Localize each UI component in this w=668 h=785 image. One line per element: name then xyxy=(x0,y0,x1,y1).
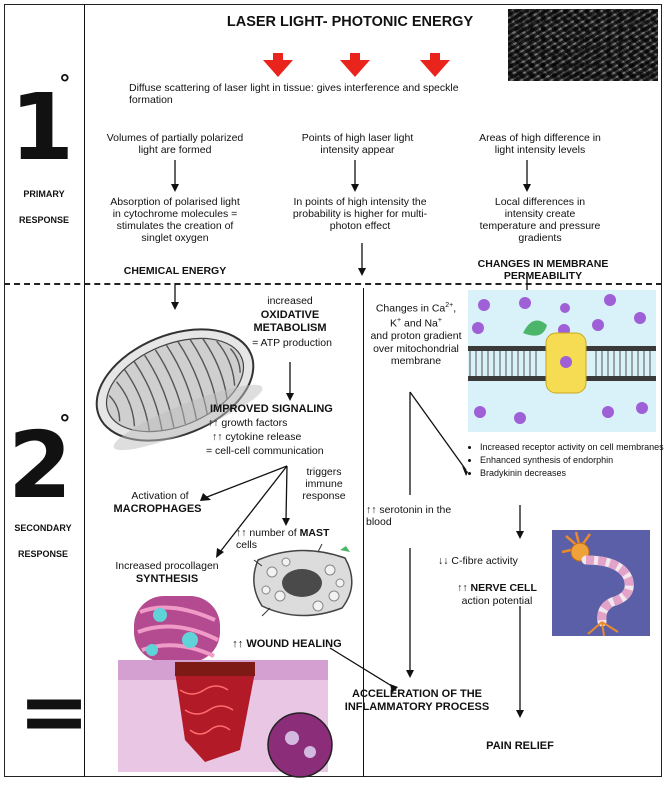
growth-factors-label: ↑↑ growth factors xyxy=(208,417,288,429)
col3-top-text: Areas of high difference in light intens… xyxy=(479,132,601,156)
mast-word: MAST xyxy=(299,527,330,539)
ion-sup1: 2+ xyxy=(445,302,454,309)
primary-label-line1: PRIMARY xyxy=(23,189,65,199)
ion-gradient-text: Changes in Ca2+, K+ and Na+ and proton g… xyxy=(370,302,462,367)
mast-suffix: cells xyxy=(236,539,258,551)
red-arrow-icon xyxy=(263,53,450,77)
collagen-image xyxy=(134,596,220,662)
col2-bottom-text: In points of high intensity the probabil… xyxy=(292,196,428,232)
immune-response-label: triggers immune response xyxy=(302,466,346,502)
plus-sign-k: + xyxy=(397,317,402,324)
col1-bottom-text: Absorption of polarised light in cytochr… xyxy=(110,196,240,244)
membrane-permeability-label: CHANGES IN MEMBRANE PERMEABILITY xyxy=(477,258,609,282)
arrowhead-icon xyxy=(171,184,531,718)
primary-degree: ° xyxy=(60,70,70,97)
activation-label: Activation of xyxy=(131,490,189,502)
serotonin-label: ↑↑ serotonin in the blood xyxy=(366,504,452,528)
col2-top-text: Points of high laser light intensity app… xyxy=(301,132,414,156)
nerve-prefix: ↑↑ xyxy=(457,582,468,594)
primary-label-line2: RESPONSE xyxy=(18,215,69,225)
c-fibre-label: ↓↓ C-fibre activity xyxy=(438,555,518,567)
col1-top-text: Volumes of partially polarized light are… xyxy=(106,132,244,156)
chemical-energy-label: CHEMICAL ENERGY xyxy=(123,265,227,277)
left-column-divider xyxy=(84,4,85,777)
col3-bottom-text: Local differences in intensity create te… xyxy=(479,196,601,244)
procollagen-label: Increased procollagen xyxy=(115,560,219,572)
nerve-cell-label: ↑↑ NERVE CELL action potential xyxy=(442,582,552,608)
inflammatory-process-label: ACCELERATION OF THE INFLAMMATORY PROCESS xyxy=(344,688,490,713)
atp-production-label: = ATP production xyxy=(252,337,332,349)
scattering-text: Diffuse scattering of laser light in tis… xyxy=(129,82,459,106)
nerve-word: NERVE CELL xyxy=(470,582,537,594)
primary-number: 1 xyxy=(10,74,75,181)
secondary-degree: ° xyxy=(60,410,70,437)
ion-rest: and proton gradient over mitochondrial m… xyxy=(370,330,462,367)
receptor-list: Increased receptor activity on cell memb… xyxy=(468,442,668,481)
middle-column-divider xyxy=(363,288,364,777)
equals-sign: = xyxy=(18,662,91,762)
wound-healing-label: ↑↑ WOUND HEALING xyxy=(232,638,342,650)
receptor-item: Enhanced synthesis of endorphin xyxy=(480,455,668,466)
receptor-item: Increased receptor activity on cell memb… xyxy=(480,442,668,453)
ion-na: and Na xyxy=(401,317,438,330)
pain-relief-label: PAIN RELIEF xyxy=(486,740,554,752)
cell-communication-label: = cell-cell communication xyxy=(206,445,324,457)
cytokine-release-label: ↑↑ cytokine release xyxy=(212,431,302,443)
oxidative-metabolism-label: OXIDATIVE METABOLISM xyxy=(253,309,327,334)
page-title: LASER LIGHT- PHOTONIC ENERGY xyxy=(226,14,474,30)
secondary-label-line1: SECONDARY xyxy=(14,523,72,533)
diagram-frame xyxy=(4,4,662,777)
improved-signaling-label: IMPROVED SIGNALING xyxy=(210,403,333,415)
ion-k: K xyxy=(390,317,398,330)
primary-secondary-separator xyxy=(4,283,662,285)
plus-sign-na: + xyxy=(437,317,442,324)
flow-arrows xyxy=(174,160,528,712)
secondary-number: 2 xyxy=(8,412,73,519)
increased-label: increased xyxy=(267,295,313,307)
synthesis-label: SYNTHESIS xyxy=(135,573,199,585)
speckle-pattern-image xyxy=(508,9,658,81)
ion-line1: Changes in Ca xyxy=(375,302,446,315)
mast-cells-label: ↑↑ number of MAST cells xyxy=(236,527,361,551)
macrophages-label: MACROPHAGES xyxy=(113,503,202,515)
wound-skin-image xyxy=(118,660,333,778)
mast-prefix: ↑↑ number of xyxy=(236,527,297,539)
receptor-item: Bradykinin decreases xyxy=(480,468,668,479)
secondary-label-line2: RESPONSE xyxy=(17,549,68,559)
action-potential: action potential xyxy=(461,595,533,607)
